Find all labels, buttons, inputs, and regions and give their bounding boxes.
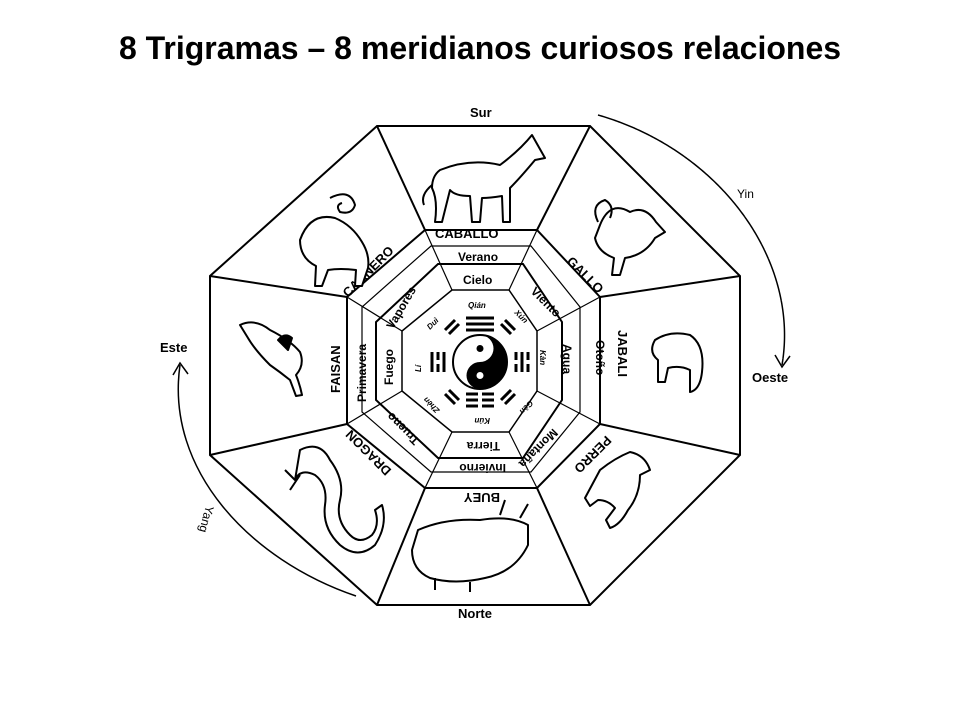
animal-rooster: GALLO	[564, 254, 607, 297]
season-summer: Verano	[458, 250, 498, 264]
animal-ox: BUEY	[464, 490, 500, 505]
element-vapors: Vapores	[383, 284, 419, 332]
inner-octagon	[375, 263, 563, 459]
yin-label: Yin	[737, 187, 754, 201]
direction-south: Sur	[470, 105, 492, 120]
yin-yang-icon	[452, 334, 508, 390]
dragon-icon	[284, 445, 385, 554]
ram-icon	[299, 193, 370, 287]
trigram-kan: Kàn	[538, 350, 547, 365]
yin-arc	[597, 114, 786, 366]
element-water: Agua	[560, 344, 574, 374]
trigram-zhen: Zhèn	[421, 395, 442, 416]
element-fire: Fuego	[382, 349, 396, 385]
season-spring: Primavera	[355, 344, 369, 402]
animal-pheasant: FAISAN	[328, 345, 343, 393]
season-ring	[361, 245, 581, 473]
pheasant-icon	[239, 321, 303, 397]
trigram-kun: Kún	[474, 416, 490, 425]
trigram-marks	[430, 316, 530, 408]
animal-boar: JABALI	[615, 330, 630, 377]
trigram-dui: Duì	[425, 315, 441, 331]
season-autumn: Otoño	[593, 340, 607, 375]
element-heaven: Cielo	[463, 273, 492, 287]
animal-horse: CABALLO	[435, 226, 499, 241]
yang-label: Yang	[196, 504, 217, 534]
ox-icon	[411, 499, 529, 592]
trigram-gen: Gèn	[518, 399, 535, 416]
boar-icon	[651, 332, 704, 393]
direction-east: Este	[160, 340, 187, 355]
element-thunder: Trueno	[384, 410, 422, 448]
element-earth: Tierra	[467, 439, 500, 453]
season-winter: Invierno	[459, 461, 506, 475]
page-title: 8 Trigramas – 8 meridianos curiosos rela…	[118, 30, 842, 66]
element-wind: Viento	[528, 284, 564, 320]
element-mountain: Montaña	[516, 426, 561, 471]
trigram-xun: Xún	[512, 307, 530, 325]
dog-icon	[584, 451, 651, 529]
animal-dragon: DRAGON	[343, 427, 394, 478]
rooster-icon	[594, 199, 666, 276]
direction-north: Norte	[458, 606, 492, 621]
trigram-qian: Qián	[468, 301, 486, 310]
horse-icon	[422, 134, 546, 223]
trigram-li: Lí	[414, 363, 423, 372]
direction-west: Oeste	[752, 370, 788, 385]
yang-arc	[177, 364, 357, 597]
